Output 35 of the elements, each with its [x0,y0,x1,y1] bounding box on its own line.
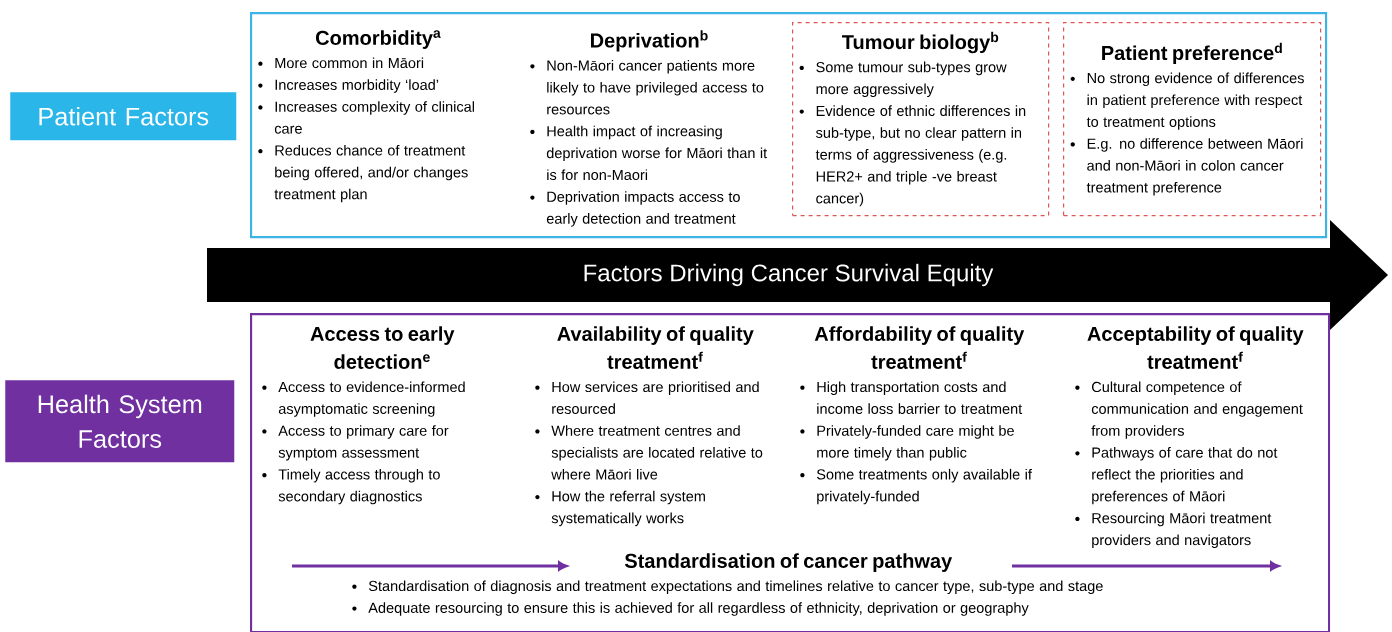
bullet-item: Where treatment centres and specialists are located relative to where Māori live [535,425,763,480]
bullet-item: Access to primary care for symptom assessment [262,425,449,461]
bullet-item: Adequate resourcing to ensure this is achieved for all regardless of ethnicity, deprivation or geography [352,602,1029,616]
bullet-item: Evidence of ethnic differences in sub-type, but no clear pattern in terms of aggressiveness (e.g. HER2+ and triple -ve breast cancer) [799,105,1026,207]
bullet-item: Resourcing Māori treatment providers and navigators [1075,512,1272,549]
bullet-item: Cultural competence of communication and engagement from providers [1075,381,1303,439]
column-heading: Tumour biology$^{b}$ [842,31,999,54]
bullet-item: No strong evidence of differences in patient preference with respect to treatment options [1070,72,1304,130]
bullet-item: E.g. no difference between Māori and non-Māori in colon cancer treatment preference [1070,138,1303,196]
bullet-item: More common in Māori [258,57,424,69]
dashed-box [792,22,1050,217]
bullet-item: Privately-funded care might be more timely than public [800,425,1014,461]
column-heading: Standardisation of cancer pathway [624,553,953,572]
bullet-item: How the referral system systematically works [535,490,705,527]
category-label: Patient Factors [10,92,237,141]
bullet-item: Reduces chance of treatment being offered, and/or changes treatment plan [258,144,468,203]
column-heading: Comorbidity$^{a}$ [315,30,441,49]
category-label: Health System Factors [5,380,235,463]
bullet-item: Increases morbidity ‘load’ [258,79,439,93]
panel-frame [250,12,1328,239]
bullet-item: Some tumour sub-types grow more aggressively [799,61,1007,98]
bullet-item: High transportation costs and income loss barrier to treatment [800,381,1023,414]
bullet-item: Access to evidence-informed asymptomatic screening [262,381,465,417]
dashed-box [1063,22,1322,217]
bullet-item: Timely access through to secondary diagnostics [262,468,440,505]
bullet-item: Non-Māori cancer patients more likely to have privileged access to resources [530,60,764,115]
panel-frame [250,313,1331,632]
column-heading: Patient preference$^{d}$ [1102,42,1282,64]
bullet-item: Increases complexity of clinical care [258,101,474,134]
bullet-item: Some treatments only available if privately-funded [800,468,1032,505]
bullet-item: Standardisation of diagnosis and treatment expectations and timelines relative to cancer type, sub-type and stage [352,580,1103,594]
bullet-item: Health impact of increasing deprivation worse for Māori than it is for non-Maori [530,125,768,181]
bullet-item: How services are prioritised and resourced [535,381,759,414]
column-heading: Deprivation$^{b}$ [591,30,708,52]
bullet-item: Pathways of care that do not reflect the priorities and preferences of Māori [1075,447,1278,505]
